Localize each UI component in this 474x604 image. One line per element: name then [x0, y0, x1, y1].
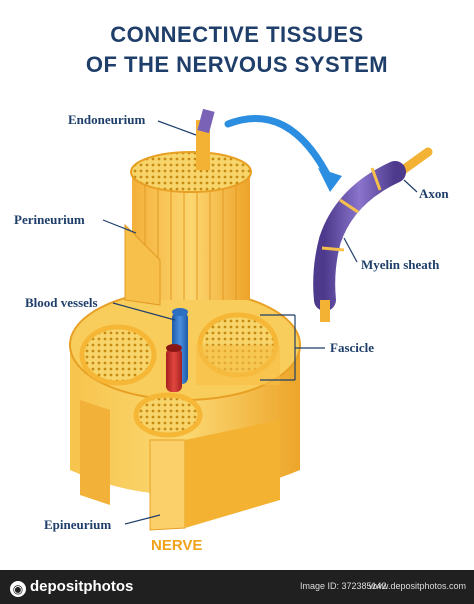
site-url[interactable]: www.depositphotos.com — [368, 581, 466, 591]
perineurium-bundle — [124, 151, 252, 306]
brand-name: depositphotos — [30, 578, 134, 595]
brand-logo-icon: ◉ — [10, 581, 26, 597]
footer-bar: ◉depositphotos Image ID: 372385142 www.d… — [0, 570, 474, 604]
endoneurium-fiber — [196, 108, 215, 170]
axon-detail — [224, 115, 433, 322]
label-axon: Axon — [419, 186, 449, 201]
fascicle-sections — [79, 312, 280, 438]
title-line-1: CONNECTIVE TISSUES — [110, 22, 364, 47]
blood-vessels — [166, 308, 188, 392]
caption-nerve: NERVE — [151, 537, 203, 554]
label-blood-vessels: Blood vessels — [25, 295, 98, 310]
label-endoneurium: Endoneurium — [68, 112, 146, 127]
image-id: Image ID: 372385142 — [300, 581, 387, 591]
leader-lines — [102, 120, 418, 525]
label-epineurium: Epineurium — [44, 517, 112, 532]
brand-logo[interactable]: ◉depositphotos — [10, 578, 133, 597]
label-myelin-sheath: Myelin sheath — [361, 257, 440, 272]
title-line-2: OF THE NERVOUS SYSTEM — [85, 52, 389, 77]
label-perineurium: Perineurium — [14, 212, 85, 227]
nerve-diagram — [69, 108, 433, 531]
label-fascicle: Fascicle — [330, 340, 375, 355]
